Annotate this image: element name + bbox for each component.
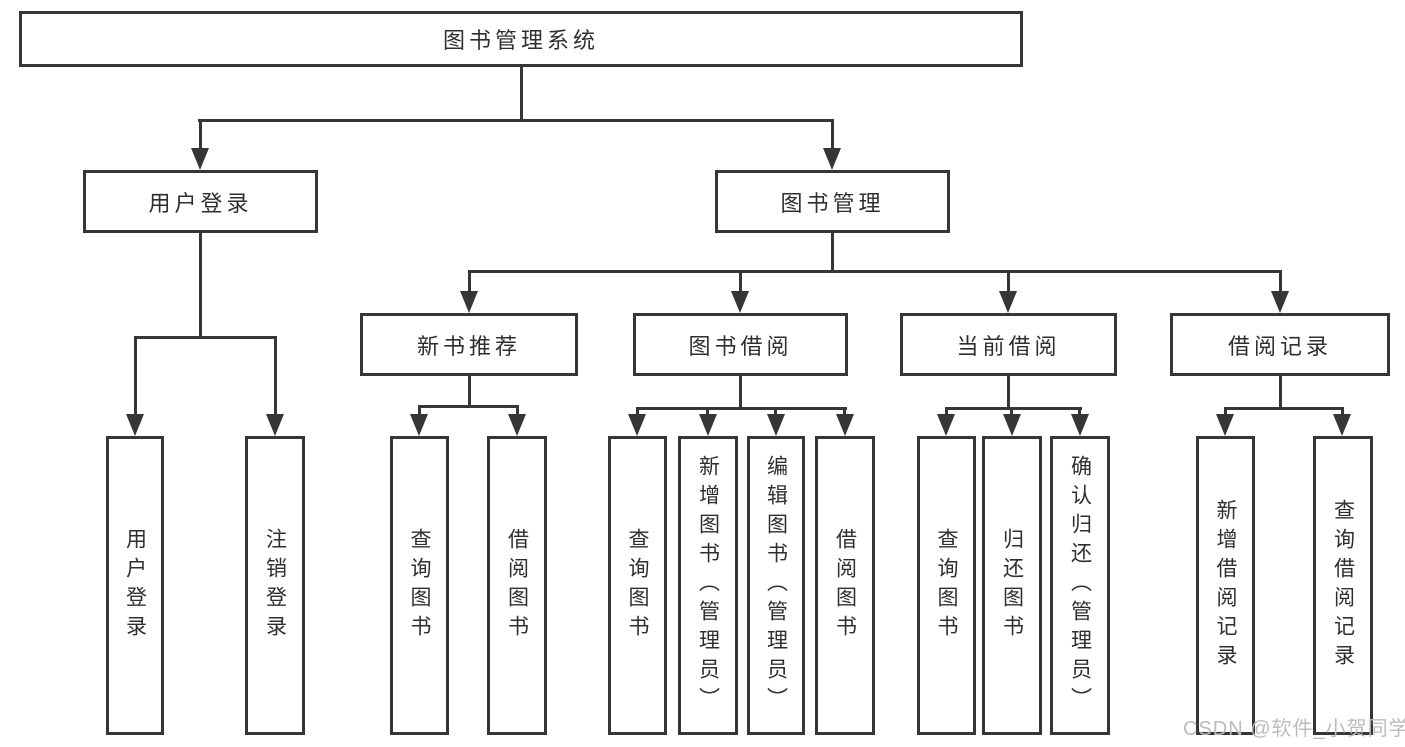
connector-line [1078, 407, 1081, 416]
connector-line [1010, 407, 1013, 416]
leaf-query-borrow-record: 查询借阅记录 [1313, 436, 1373, 735]
leaf-logout: 注销登录 [245, 436, 305, 735]
connector-arrowhead [1216, 414, 1234, 436]
node-book-management-system: 图书管理系统 [19, 11, 1023, 67]
node-current-borrowing: 当前借阅 [900, 313, 1117, 376]
connector-line [843, 407, 846, 416]
leaf-borrow-books-recommend: 借阅图书 [487, 436, 547, 735]
connector-line [134, 336, 137, 416]
connector-arrowhead [699, 414, 717, 436]
connector-line [516, 405, 519, 416]
node-book-borrowing: 图书借阅 [633, 313, 848, 376]
connector-arrowhead [1071, 414, 1089, 436]
connector-line [945, 407, 1082, 410]
connector-arrowhead [836, 414, 854, 436]
connector-line [739, 376, 742, 410]
connector-arrowhead [628, 414, 646, 436]
node-new-book-recommend: 新书推荐 [360, 313, 578, 376]
connector-line [468, 270, 471, 293]
leaf-borrow-books-borrowing: 借阅图书 [815, 436, 875, 735]
connector-line [831, 119, 834, 150]
connector-line [1224, 407, 1344, 410]
connector-arrowhead [731, 291, 749, 313]
node-borrowing-records: 借阅记录 [1170, 313, 1390, 376]
leaf-add-book-admin: 新增图书（管理员） [678, 436, 738, 735]
connector-arrowhead [823, 148, 841, 170]
connector-arrowhead [1271, 291, 1289, 313]
connector-line [945, 407, 948, 416]
leaf-query-books-current: 查询图书 [917, 436, 976, 735]
connector-line [520, 67, 523, 119]
connector-arrowhead [266, 414, 284, 436]
leaf-confirm-return-admin: 确认归还（管理员） [1050, 436, 1110, 735]
connector-line [199, 233, 202, 339]
connector-line [636, 407, 847, 410]
connector-line [636, 407, 639, 416]
leaf-edit-book-admin: 编辑图书（管理员） [747, 436, 805, 735]
connector-line [1279, 270, 1282, 293]
connector-arrowhead [191, 148, 209, 170]
connector-line [198, 119, 834, 122]
connector-arrowhead [126, 414, 144, 436]
connector-line [1279, 376, 1282, 410]
connector-arrowhead [1333, 414, 1351, 436]
connector-arrowhead [410, 414, 428, 436]
connector-arrowhead [1003, 414, 1021, 436]
node-user-login: 用户登录 [83, 170, 318, 233]
connector-line [1007, 376, 1010, 410]
connector-line [831, 233, 834, 273]
connector-line [274, 336, 277, 416]
connector-arrowhead [937, 414, 955, 436]
connector-line [706, 407, 709, 416]
connector-line [774, 407, 777, 416]
leaf-query-books-recommend: 查询图书 [390, 436, 449, 735]
connector-line [1007, 270, 1010, 293]
connector-arrowhead [508, 414, 526, 436]
connector-line [739, 270, 742, 293]
connector-arrowhead [767, 414, 785, 436]
node-book-management: 图书管理 [715, 170, 950, 233]
watermark: CSDN @软件_小贺同学 [1183, 718, 1405, 740]
connector-line [468, 270, 1282, 273]
leaf-user-login: 用户登录 [106, 436, 164, 735]
connector-line [1341, 407, 1344, 416]
connector-line [199, 119, 202, 150]
connector-line [1224, 407, 1227, 416]
connector-line [468, 376, 471, 408]
connector-line [418, 405, 519, 408]
connector-arrowhead [999, 291, 1017, 313]
connector-arrowhead [460, 291, 478, 313]
connector-line [418, 405, 421, 416]
leaf-add-borrow-record: 新增借阅记录 [1196, 436, 1255, 735]
leaf-return-books: 归还图书 [982, 436, 1042, 735]
leaf-query-books-borrowing: 查询图书 [608, 436, 667, 735]
connector-line [134, 336, 277, 339]
